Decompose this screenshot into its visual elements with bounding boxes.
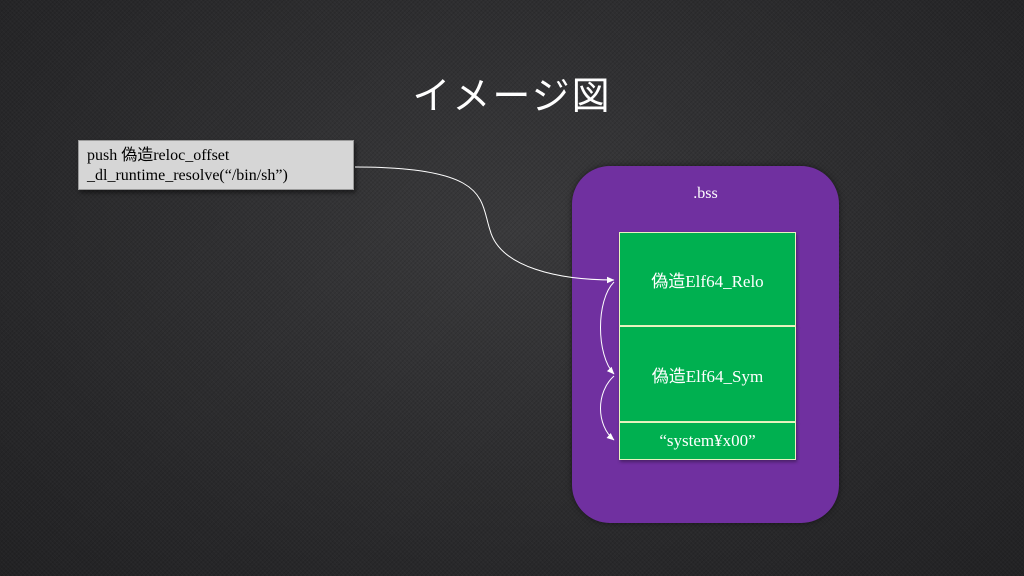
fake-elf64-sym-block: 偽造Elf64_Sym: [619, 326, 796, 422]
bss-label: .bss: [693, 185, 718, 202]
code-line-resolve: _dl_runtime_resolve(“/bin/sh”): [87, 167, 288, 184]
system-string-block: “system¥x00”: [619, 422, 796, 460]
fake-elf64-sym-label: 偽造Elf64_Sym: [651, 366, 764, 386]
system-string-label: “system¥x00”: [659, 431, 756, 450]
fake-elf64-relo-label: 偽造Elf64_Relo: [651, 271, 764, 291]
slide-title: イメージ図: [412, 74, 612, 118]
fake-elf64-relo-block: 偽造Elf64_Relo: [619, 232, 796, 326]
code-box: push 偽造reloc_offset _dl_runtime_resolve(…: [78, 140, 354, 190]
code-line-push: push 偽造reloc_offset: [87, 147, 230, 164]
